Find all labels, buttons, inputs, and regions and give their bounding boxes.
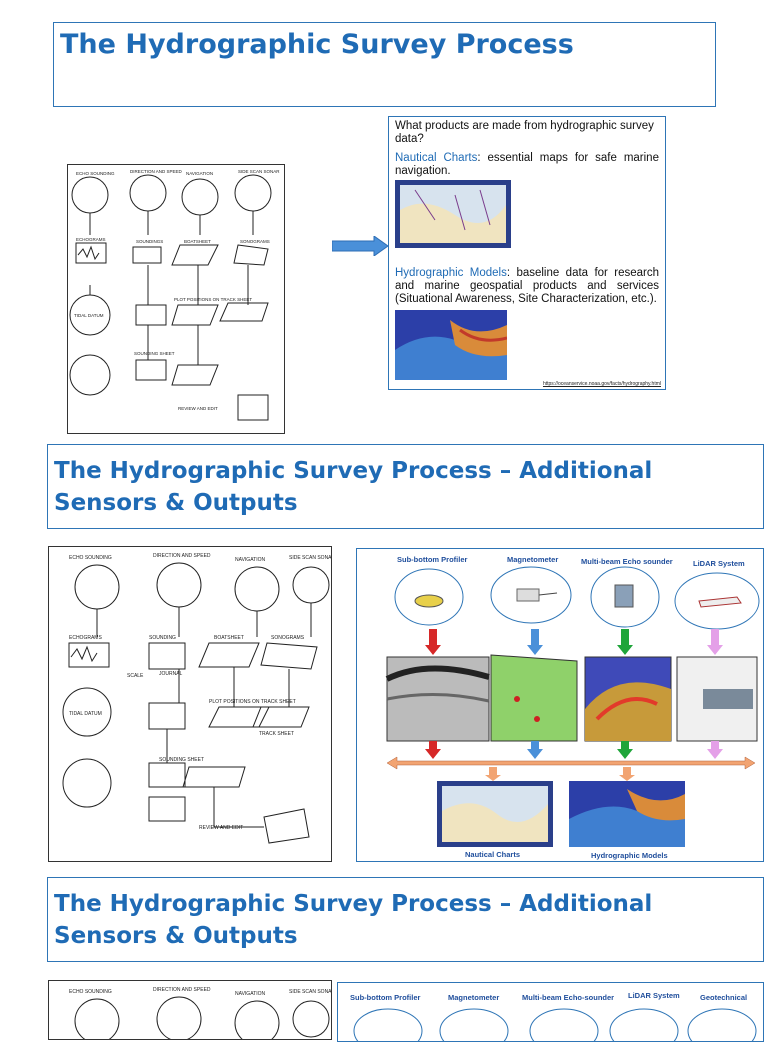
s3-sensor-label-magnetometer: Magnetometer [448, 993, 500, 1002]
flow-label-echo: ECHO SOUNDING [76, 171, 115, 176]
flowchart-diagram-1: ECHO SOUNDING DIRECTION AND SPEED NAVIGA… [67, 164, 285, 434]
svg-text:SIDE SCAN SONAR: SIDE SCAN SONAR [238, 169, 280, 174]
output-label-models: Hydrographic Models [591, 851, 668, 860]
sensor-label-multibeam: Multi-beam Echo sounder [581, 557, 673, 566]
svg-text:PLOT POSITIONS ON TRACK SHEET: PLOT POSITIONS ON TRACK SHEET [174, 297, 252, 302]
sensor-label-lidar: LiDAR System [693, 559, 745, 568]
nautical-label: Nautical Charts [395, 152, 478, 164]
flowchart-svg-2: ECHO SOUNDING DIRECTION AND SPEED NAVIGAT… [62, 553, 332, 844]
section3-title-box: The Hydrographic Survey Process – Additi… [47, 877, 764, 962]
s3-sensor-label-multibeam: Multi-beam Echo-sounder [522, 993, 615, 1002]
nautical-chart-image [395, 180, 511, 248]
svg-text:ECHOGRAMS: ECHOGRAMS [76, 237, 106, 242]
sensor-label-magnetometer: Magnetometer [507, 555, 559, 564]
svg-text:SOUNDING: SOUNDING [149, 635, 176, 641]
products-panel: What products are made from hydrographic… [388, 116, 666, 390]
svg-text:ECHOGRAMS: ECHOGRAMS [69, 635, 102, 641]
svg-text:SONOGRAMS: SONOGRAMS [240, 239, 270, 244]
svg-text:NAVIGATION: NAVIGATION [186, 171, 213, 176]
right-arrow-icon [332, 236, 389, 256]
svg-text:NAVIGATION: NAVIGATION [235, 991, 265, 997]
svg-text:PLOT POSITIONS ON TRACK SHEET: PLOT POSITIONS ON TRACK SHEET [209, 699, 296, 705]
sensor-diagram-svg [385, 566, 760, 847]
section2-title-box: The Hydrographic Survey Process – Additi… [47, 444, 764, 529]
s3-sensor-label-subbottom: Sub-bottom Profiler [350, 993, 421, 1002]
svg-text:SONOGRAMS: SONOGRAMS [271, 635, 305, 641]
s3-sensor-label-geotechnical: Geotechnical [700, 993, 748, 1002]
section1-title: The Hydrographic Survey Process [60, 29, 574, 60]
svg-text:DIRECTION AND SPEED: DIRECTION AND SPEED [153, 553, 211, 559]
svg-text:DIRECTION AND SPEED: DIRECTION AND SPEED [153, 987, 211, 993]
source-link[interactable]: https://oceanservice.noaa.gov/facts/hydr… [542, 381, 661, 387]
hydrographic-model-image [395, 310, 508, 380]
s3-sensor-label-lidar: LiDAR System [628, 991, 680, 1000]
output-label-nautical: Nautical Charts [465, 850, 521, 859]
flowchart-diagram-3: ECHO SOUNDING DIRECTION AND SPEED NAVIGAT… [48, 980, 332, 1040]
flowchart-svg-1: ECHO SOUNDING DIRECTION AND SPEED NAVIGA… [69, 169, 280, 421]
section3-title: The Hydrographic Survey Process – Additi… [54, 891, 653, 949]
svg-text:REVIEW AND EDIT: REVIEW AND EDIT [199, 825, 243, 831]
svg-text:BOATSHEET: BOATSHEET [184, 239, 211, 244]
svg-text:NAVIGATION: NAVIGATION [235, 557, 265, 563]
flowchart-diagram-2: ECHO SOUNDING DIRECTION AND SPEED NAVIGAT… [48, 546, 332, 862]
svg-text:SCALE: SCALE [127, 673, 144, 679]
section1-title-box: The Hydrographic Survey Process [53, 22, 716, 107]
sensors-panel-2: Sub-bottom Profiler Magnetometer Multi-b… [356, 548, 764, 862]
svg-text:SOUNDING SHEET: SOUNDING SHEET [159, 757, 204, 763]
svg-text:BOATSHEET: BOATSHEET [214, 635, 244, 641]
svg-text:ECHO SOUNDING: ECHO SOUNDING [69, 989, 112, 995]
sensor-label-subbottom: Sub-bottom Profiler [397, 555, 468, 564]
sensors-panel-3: Sub-bottom Profiler Magnetometer Multi-b… [337, 982, 764, 1042]
models-label: Hydrographic Models [395, 267, 507, 279]
svg-text:ECHO SOUNDING: ECHO SOUNDING [69, 555, 112, 561]
products-question: What products are made from hydrographic… [395, 120, 654, 145]
svg-text:SOUNDING SHEET: SOUNDING SHEET [134, 351, 175, 356]
flowchart-svg-3: ECHO SOUNDING DIRECTION AND SPEED NAVIGAT… [69, 987, 332, 1039]
svg-text:TRACK SHEET: TRACK SHEET [259, 731, 294, 737]
s3-sensor-svg [353, 1008, 757, 1041]
svg-text:TIDAL DATUM: TIDAL DATUM [74, 313, 104, 318]
svg-text:JOURNAL: JOURNAL [159, 671, 183, 677]
svg-text:SIDE SCAN SONAR: SIDE SCAN SONAR [289, 555, 332, 561]
svg-text:SOUNDINGS: SOUNDINGS [136, 239, 163, 244]
svg-text:SIDE SCAN SONAR: SIDE SCAN SONAR [289, 989, 332, 995]
section2-title: The Hydrographic Survey Process – Additi… [54, 458, 653, 516]
nautical-desc: : essential maps for safe marine navigat… [395, 152, 659, 177]
svg-text:REVIEW AND EDIT: REVIEW AND EDIT [178, 406, 218, 411]
svg-text:TIDAL DATUM: TIDAL DATUM [69, 711, 102, 717]
models-desc: : baseline data for research and marine … [395, 267, 659, 305]
svg-text:DIRECTION AND SPEED: DIRECTION AND SPEED [130, 169, 183, 174]
